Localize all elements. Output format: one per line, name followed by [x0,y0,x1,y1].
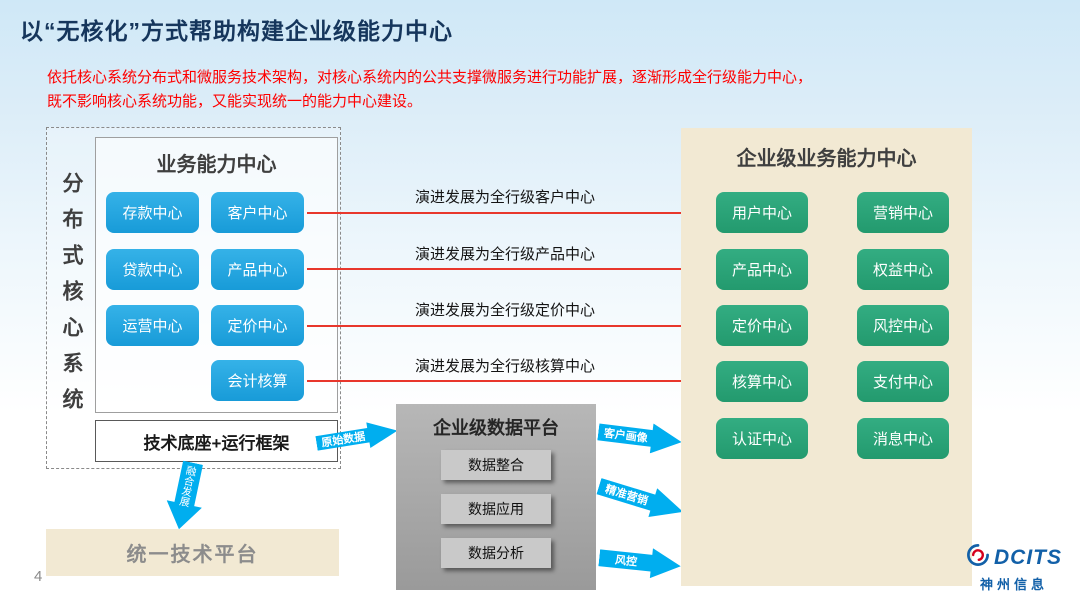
tech-base-box: 技术底座+运行框架 [95,420,338,462]
chip-enterprise-product-center: 产品中心 [716,249,808,290]
data-platform-title: 企业级数据平台 [433,418,559,438]
evolution-label-accounting: 演进发展为全行级核算中心 [414,358,595,375]
data-application-box: 数据应用 [441,494,551,524]
fusion-development-label: 融合发展 [177,464,198,508]
distributed-core-label: 分布式核心系统 [60,172,83,424]
enterprise-data-platform: 企业级数据平台 数据整合 数据应用 数据分析 [396,404,596,590]
chip-risk-center: 风控中心 [857,305,949,346]
chip-customer-center: 客户中心 [211,192,304,233]
evolution-arrow-accounting [307,376,714,386]
evolution-arrow-product [307,264,714,274]
risk-control-arrow-label: 风控 [614,554,638,569]
chip-deposit-center: 存款中心 [106,192,199,233]
fusion-development-arrow: 融合发展 [161,459,210,533]
evolution-label-product: 演进发展为全行级产品中心 [414,246,595,263]
chip-operation-center: 运营中心 [106,305,199,346]
business-capability-title: 业务能力中心 [156,154,277,176]
dcits-swirl-icon [966,543,990,572]
chip-user-center: 用户中心 [716,192,808,233]
subtitle-line-1: 依托核心系统分布式和微服务技术架构，对核心系统内的公共支撑微服务进行功能扩展，逐… [47,69,813,86]
unified-tech-platform-box: 统一技术平台 [46,529,339,576]
evolution-label-customer: 演进发展为全行级客户中心 [414,189,595,206]
chip-payment-center: 支付中心 [857,361,949,402]
logo-subtext: 神州信息 [979,577,1048,592]
precision-marketing-arrow: 精准营销 [595,472,688,526]
chip-rights-center: 权益中心 [857,249,949,290]
data-analysis-box: 数据分析 [441,538,551,568]
chip-enterprise-pricing-center: 定价中心 [716,305,808,346]
data-integration-box: 数据整合 [441,450,551,480]
chip-loan-center: 贷款中心 [106,249,199,290]
evolution-arrow-customer [307,208,714,218]
evolution-label-pricing: 演进发展为全行级定价中心 [414,302,595,319]
risk-control-arrow: 风控 [598,543,683,581]
enterprise-capability-title: 企业级业务能力中心 [736,148,917,170]
chip-marketing-center: 营销中心 [857,192,949,233]
chip-message-center: 消息中心 [857,418,949,459]
chip-pricing-center: 定价中心 [211,305,304,346]
dcits-logo: DCITS 神州信息 [966,543,1062,593]
logo-text: DCITS [994,545,1062,569]
chip-auth-center: 认证中心 [716,418,808,459]
chip-accounting-center: 会计核算 [211,360,304,401]
precision-marketing-arrow-label: 精准营销 [603,483,650,508]
slide-title: 以“无核化”方式帮助构建企业级能力中心 [20,18,453,44]
page-number: 4 [34,568,43,585]
evolution-arrow-pricing [307,321,714,331]
chip-product-center: 产品中心 [211,249,304,290]
slide-subtitle: 依托核心系统分布式和微服务技术架构，对核心系统内的公共支撑微服务进行功能扩展，逐… [47,66,977,114]
customer-profile-arrow-label: 客户画像 [603,427,649,445]
customer-profile-arrow: 客户画像 [596,417,683,457]
subtitle-line-2: 既不影响核心系统功能，又能实现统一的能力中心建设。 [47,93,423,110]
chip-accounting-center-right: 核算中心 [716,361,808,402]
